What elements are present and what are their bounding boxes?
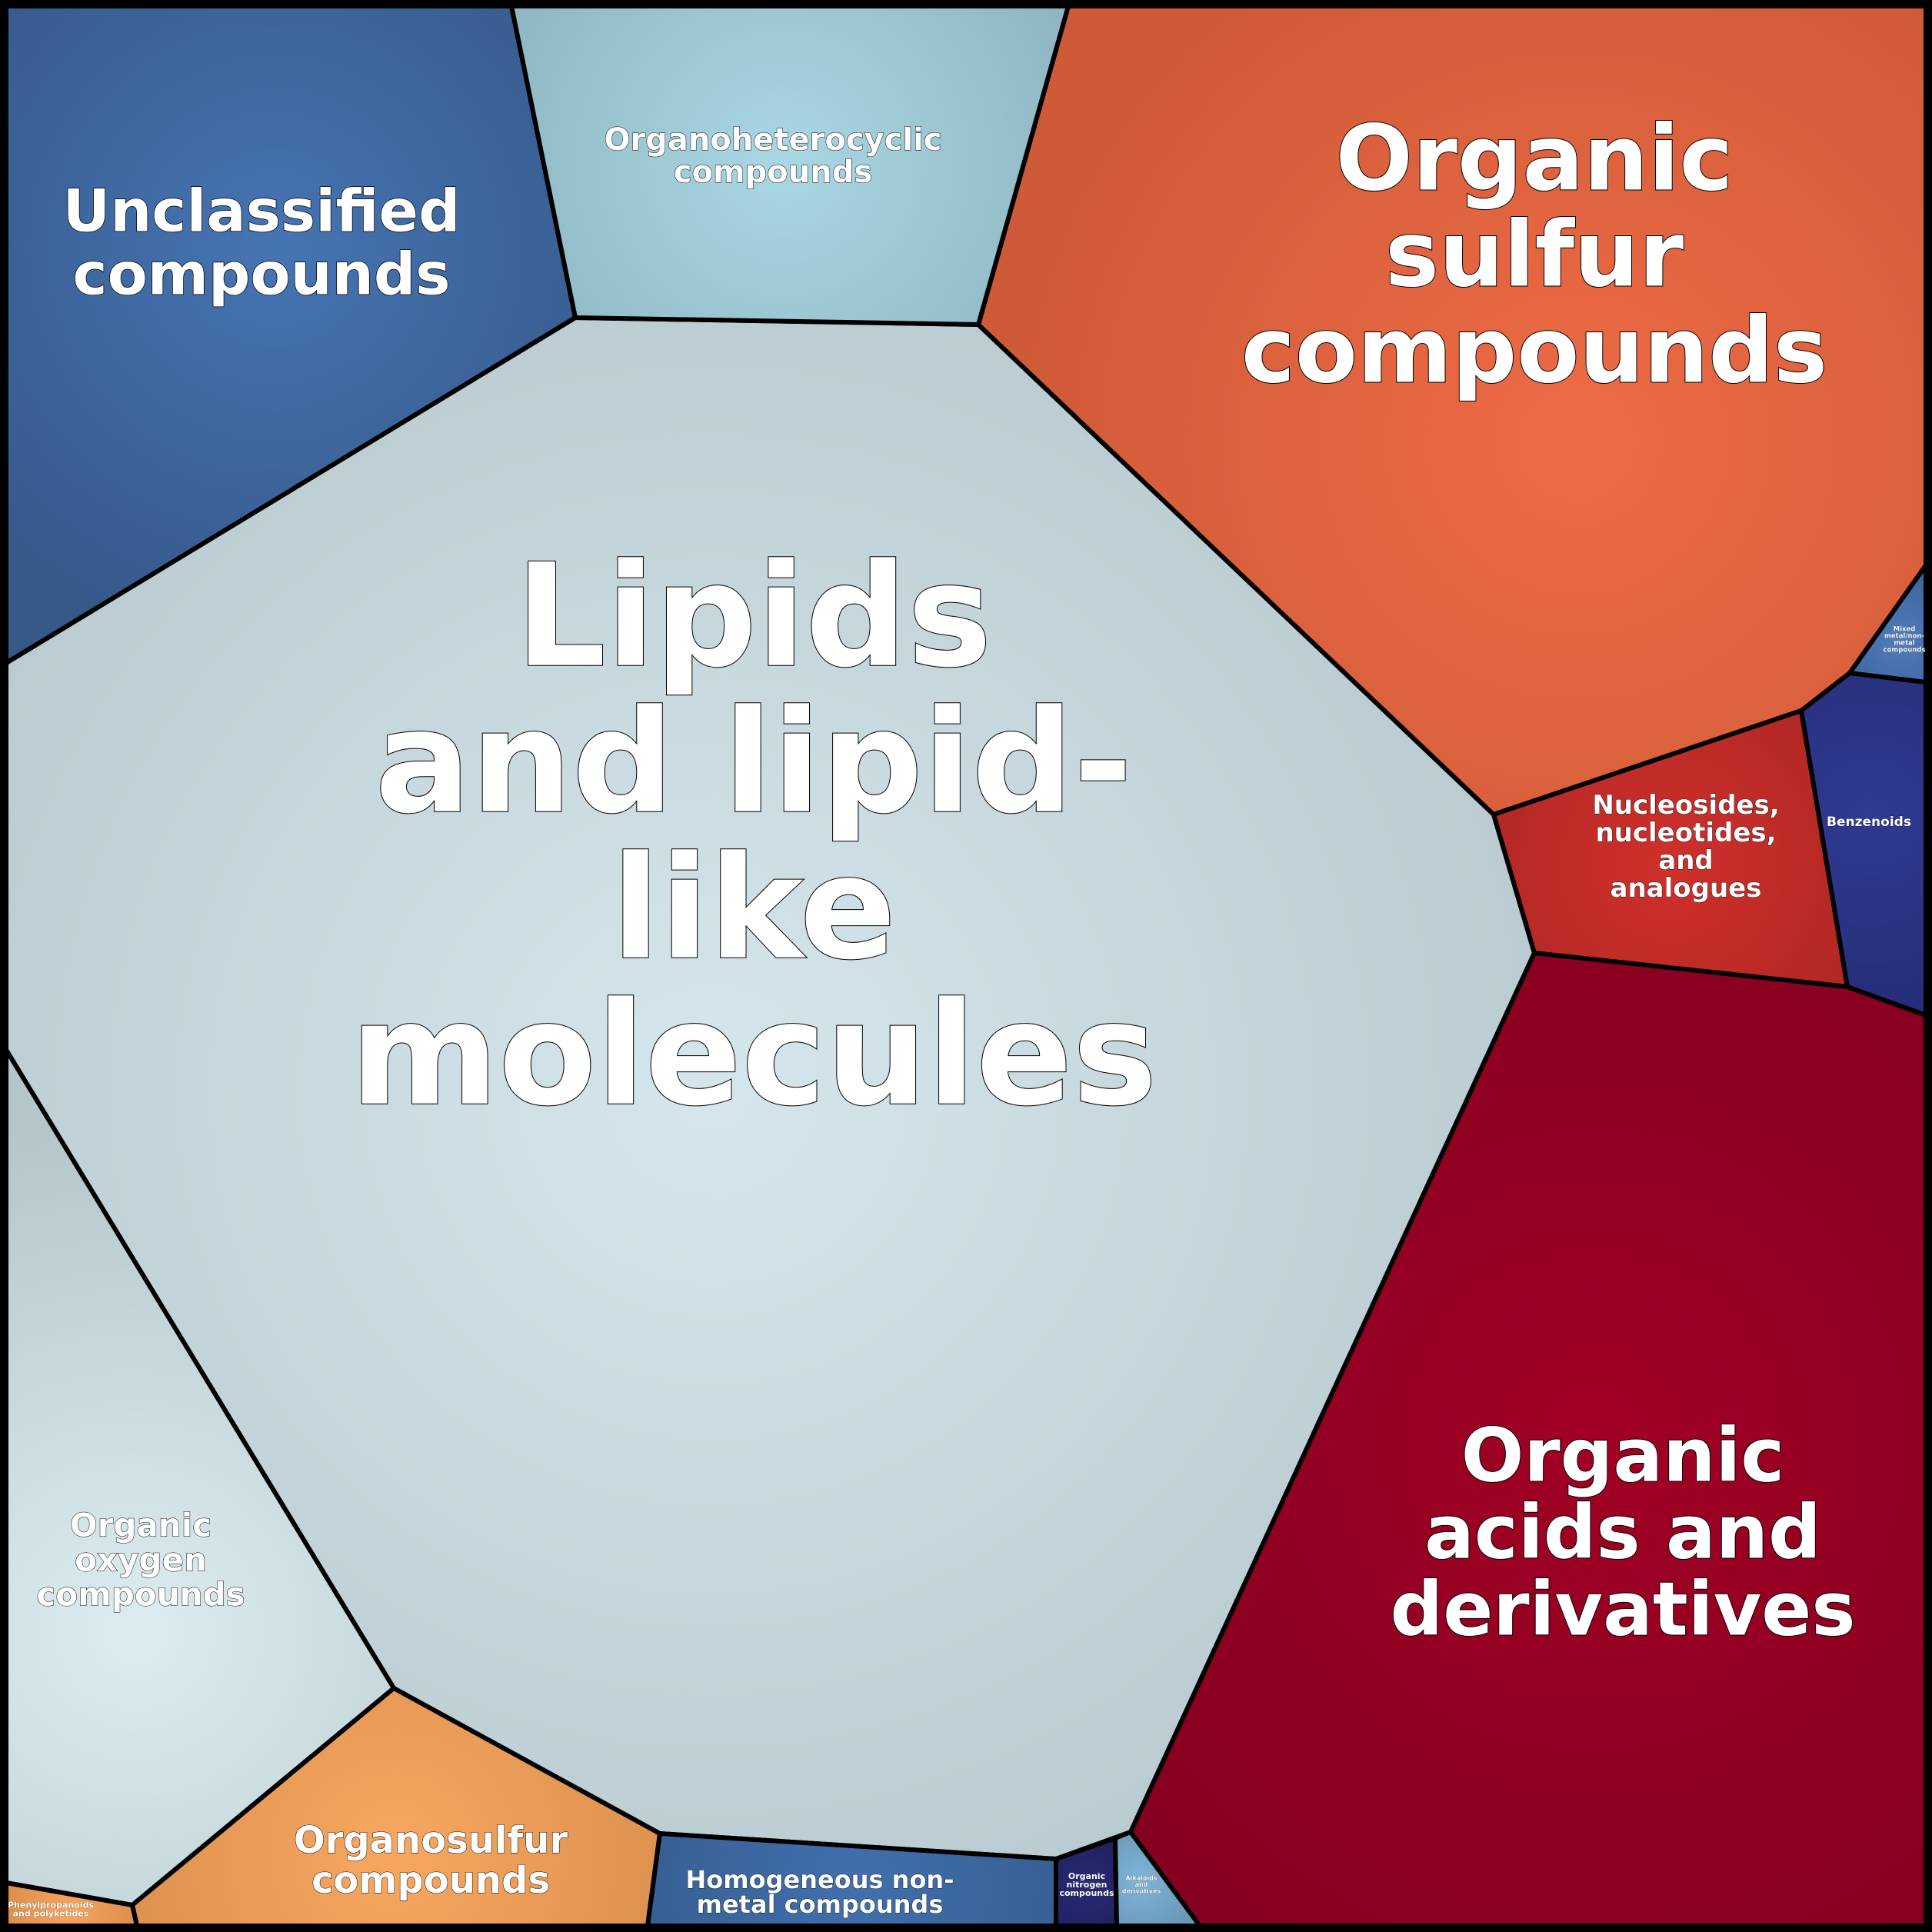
- cell-label-line: Phenylpropanoids: [8, 1900, 94, 1910]
- cell-label-line: Nucleosides,: [1592, 790, 1779, 821]
- cell-label-line: oxygen: [75, 1541, 207, 1579]
- cell-label-line: Organic: [1336, 105, 1734, 211]
- cell-label-line: Organosulfur: [294, 1819, 568, 1862]
- cell-label-benzenoids: Benzenoids: [1827, 814, 1911, 830]
- cell-label-line: compounds: [73, 240, 451, 308]
- cell-label-line: compounds: [674, 155, 872, 190]
- cell-label-homogeneous-non-metal: Homogeneous non-metal compounds: [686, 1865, 954, 1919]
- cell-label-line: compounds: [311, 1859, 550, 1902]
- cell-label-line: compounds: [1059, 1888, 1114, 1898]
- cell-label-line: and: [1658, 845, 1714, 876]
- cell-label-line: Unclassified: [62, 177, 460, 245]
- cell-label-line: Lipids: [515, 533, 992, 699]
- cell-label-line: and lipid-: [375, 679, 1132, 845]
- cell-label-line: sulfur: [1385, 201, 1684, 307]
- cell-label-line: and polyketides: [13, 1908, 89, 1918]
- cell-label-line: like: [611, 825, 896, 991]
- cell-label-line: molecules: [350, 971, 1157, 1138]
- cell-label-line: derivatives: [1390, 1567, 1855, 1653]
- cell-label-line: metal: [1894, 639, 1914, 647]
- cell-label-line: Organic: [70, 1507, 212, 1544]
- cell-label-line: Mixed: [1894, 625, 1916, 633]
- cell-label-line: Organoheterocyclic: [604, 122, 941, 158]
- cell-label-line: Alkaloids: [1125, 1874, 1157, 1881]
- cell-label-line: Organic: [1068, 1871, 1105, 1881]
- cell-label-line: nucleotides,: [1595, 818, 1776, 848]
- cell-label-line: and: [1135, 1881, 1148, 1888]
- cell-label-line: Homogeneous non-: [686, 1865, 954, 1894]
- cell-label-line: acids and: [1424, 1490, 1821, 1576]
- cell-label-line: metal compounds: [697, 1890, 944, 1919]
- cell-label-line: nitrogen: [1066, 1880, 1107, 1890]
- cell-label-line: compounds: [36, 1576, 245, 1614]
- cell-label-line: compounds: [1884, 646, 1926, 654]
- cell-label-line: Benzenoids: [1827, 814, 1911, 830]
- cell-label-line: Organic: [1461, 1413, 1785, 1499]
- cell-label-line: metal/non-: [1884, 632, 1924, 640]
- cell-label-line: compounds: [1241, 297, 1827, 403]
- cell-label-line: derivatives: [1122, 1887, 1161, 1894]
- cell-label-line: analogues: [1611, 873, 1762, 904]
